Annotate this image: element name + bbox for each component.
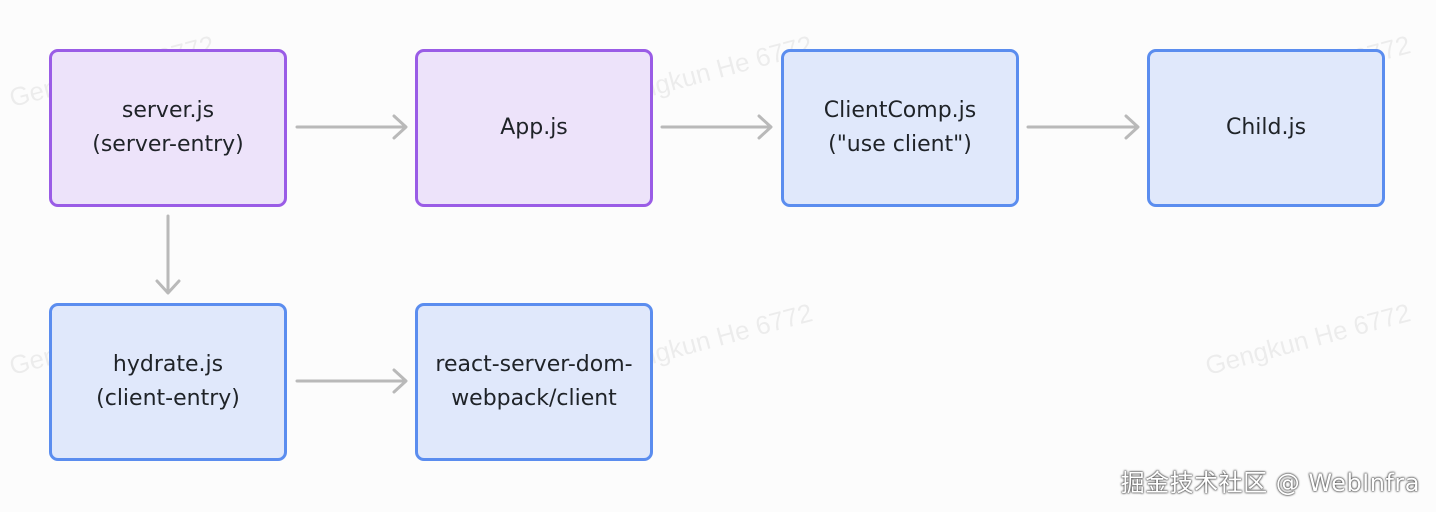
node-sublabel: webpack/client — [451, 386, 617, 411]
edge-app-to-clientcomp — [660, 114, 773, 140]
node-sublabel: ("use client") — [828, 132, 972, 157]
node-label: react-server-dom- — [435, 352, 633, 377]
node-label: ClientComp.js — [823, 98, 977, 123]
edge-clientcomp-to-child — [1026, 114, 1140, 140]
edge-hydrate-to-rsd-client — [295, 368, 408, 394]
node-sublabel: (client-entry) — [96, 386, 240, 411]
node-label: server.js — [121, 98, 215, 123]
source-attribution: 掘金技术社区 @ WebInfra — [1120, 469, 1420, 497]
node-label: App.js — [500, 115, 568, 140]
node-label: Child.js — [1225, 115, 1307, 140]
node-sublabel: (server-entry) — [92, 132, 244, 157]
edge-server-to-app — [295, 114, 408, 140]
node-child-js: Child.js — [1147, 49, 1385, 207]
edge-server-to-hydrate — [155, 214, 181, 295]
node-label: hydrate.js — [112, 352, 224, 377]
node-clientcomp-js: ClientComp.js ("use client") — [781, 49, 1019, 207]
node-hydrate-js: hydrate.js (client-entry) — [49, 303, 287, 461]
node-server-js: server.js (server-entry) — [49, 49, 287, 207]
node-react-server-dom-webpack-client: react-server-dom- webpack/client — [415, 303, 653, 461]
node-app-js: App.js — [415, 49, 653, 207]
